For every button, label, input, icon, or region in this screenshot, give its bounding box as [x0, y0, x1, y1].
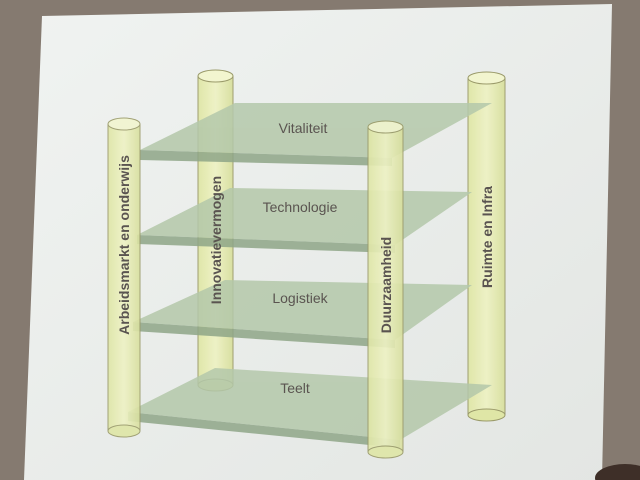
pillar-duurzaamheid [367, 120, 404, 459]
pillar-label: Innovatievermogen [208, 176, 224, 304]
layer-label: Teelt [280, 380, 310, 396]
pillar-arbeidsmarkt [107, 117, 141, 438]
pillar-label: Ruimte en Infra [479, 186, 495, 288]
pillar-ruimte-en-infra [467, 71, 506, 422]
pillar-label: Duurzaamheid [378, 237, 394, 333]
layer-label: Vitaliteit [279, 120, 328, 136]
layer-label: Logistiek [272, 290, 328, 306]
pillar-label: Arbeidsmarkt en onderwijs [116, 155, 132, 335]
layer-vitaliteit [140, 103, 492, 166]
audience-head-shadow [595, 464, 640, 480]
layer-label: Technologie [263, 199, 338, 215]
